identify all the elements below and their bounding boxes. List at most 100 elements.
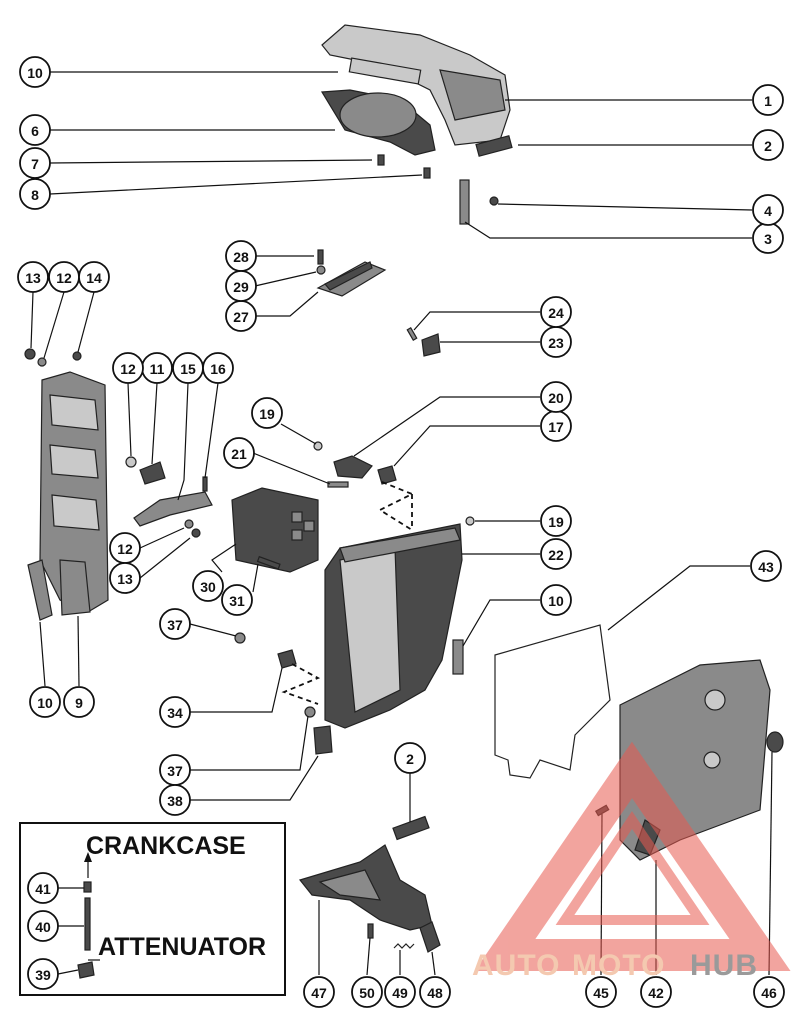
callout-number: 30 [200,579,216,595]
part-pad-2-top [475,135,513,157]
part-nut-37-low [304,706,316,718]
callout-c31: 31 [221,584,253,616]
callout-c39: 39 [27,958,59,990]
callout-number: 10 [27,65,43,81]
callout-c19a: 19 [251,397,283,429]
callout-c2b: 2 [394,742,426,774]
callout-c21: 21 [223,437,255,469]
callout-c41: 41 [27,872,59,904]
part-mount-34 [277,649,297,669]
callout-number: 41 [35,881,51,897]
callout-number: 16 [210,361,226,377]
part-housing-22 [324,523,463,729]
part-plug-46 [766,731,784,753]
inset-bottom-label: ATTENUATOR [98,933,266,961]
callout-c42: 42 [640,976,672,1008]
callout-c12c: 12 [109,532,141,564]
part-frame-left [39,371,109,616]
callout-number: 46 [761,985,777,1001]
callout-number: 20 [548,390,564,406]
callout-number: 28 [233,249,249,265]
watermark-logo [474,741,791,971]
part-clip-23 [421,333,441,357]
callout-c12a: 12 [48,261,80,293]
callout-number: 11 [150,361,165,377]
callout-c43: 43 [750,550,782,582]
part-nut-13-top [24,348,36,360]
watermark-text-moto: MOTO [572,949,665,982]
callout-number: 1 [764,93,772,109]
callout-number: 3 [764,231,772,247]
callout-c2a: 2 [752,129,784,161]
part-strip-top [348,57,422,85]
callout-c14: 14 [78,261,110,293]
watermark-text-hub: HUB [690,949,758,982]
callout-c3: 3 [752,222,784,254]
callout-number: 8 [31,187,39,203]
callout-c40: 40 [27,910,59,942]
callout-number: 2 [764,138,772,154]
callout-c17: 17 [540,410,572,442]
part-washer-29 [316,265,326,275]
part-nut-13-low [191,528,201,538]
callout-number: 6 [31,123,39,139]
watermark-text-auto: AUTO [472,949,560,982]
callout-c30: 30 [192,570,224,602]
part-pad-38 [313,725,333,755]
callout-c7: 7 [19,147,51,179]
callout-c24: 24 [540,296,572,328]
part-shield-47 [298,844,433,931]
callout-c15: 15 [172,352,204,384]
callout-number: 10 [548,593,564,609]
callout-number: 17 [548,419,564,435]
part-screw-28 [317,249,324,265]
callout-number: 7 [31,156,39,172]
callout-number: 50 [359,985,375,1001]
callout-c34: 34 [159,696,191,728]
callout-number: 49 [392,985,408,1001]
leader-lines [30,71,773,976]
part-block-20 [333,455,373,479]
callout-number: 21 [231,446,247,462]
part-screw-21 [327,481,349,488]
part-top-cover [321,24,511,146]
callout-c29: 29 [225,270,257,302]
callout-number: 22 [548,547,564,563]
callout-number: 4 [764,203,772,219]
part-nut-19-right [465,516,475,526]
part-nut-37-top [234,632,246,644]
part-screw-31 [256,555,281,570]
part-bracket-3 [459,179,470,225]
watermark-triangle-icon [474,741,791,971]
callout-c47: 47 [303,976,335,1008]
callout-number: 12 [117,541,133,557]
callout-c10b: 10 [540,584,572,616]
part-spring-49 [393,943,415,949]
callout-number: 43 [758,559,774,575]
callout-number: 34 [167,705,183,721]
callout-c38: 38 [159,784,191,816]
part-screw-7 [377,154,385,166]
watermark-text: AUTO MOTO HUB [472,949,758,982]
callout-number: 47 [311,985,327,1001]
part-pad-2-low [392,815,430,841]
callout-number: 42 [648,985,664,1001]
callout-c1: 1 [752,84,784,116]
callout-c46: 46 [753,976,785,1008]
callout-number: 12 [56,270,72,286]
part-screw-16 [202,476,208,492]
inset-box [19,822,286,996]
callout-number: 31 [229,593,245,609]
callout-number: 13 [25,270,41,286]
part-washer-12-low [184,519,194,529]
callout-number: 12 [120,361,136,377]
part-mount-17 [377,465,397,485]
callout-c10c: 10 [29,686,61,718]
callout-number: 29 [233,279,249,295]
callout-c22: 22 [540,538,572,570]
part-mount-11 [139,461,166,485]
callout-c4: 4 [752,194,784,226]
callout-c10a: 10 [19,56,51,88]
callout-number: 37 [167,763,183,779]
